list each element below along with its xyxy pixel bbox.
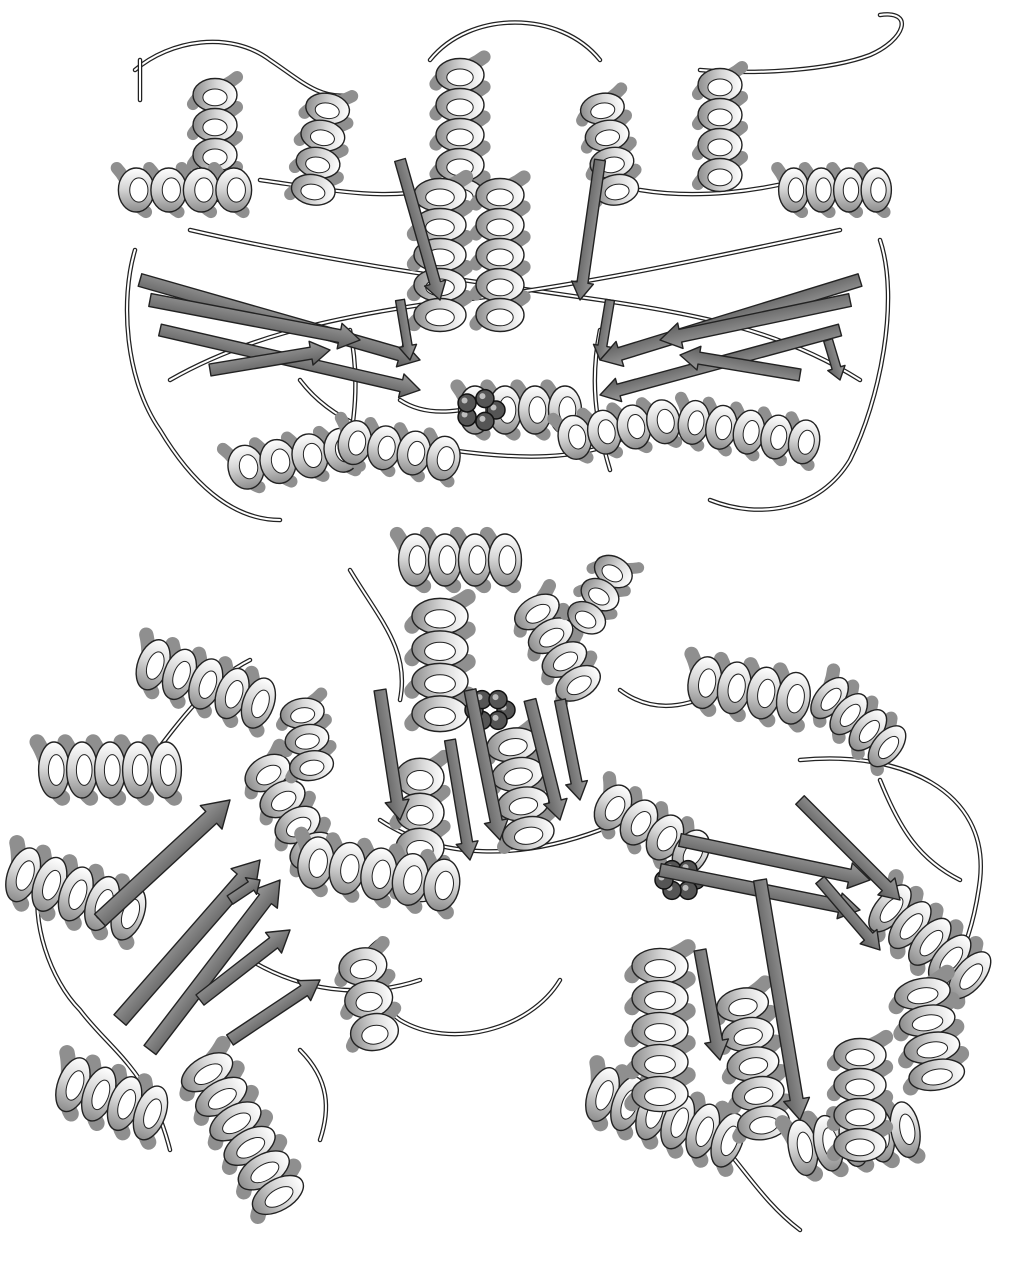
beta-strand [223, 970, 326, 1050]
alpha-helix [578, 88, 641, 208]
alpha-helix [48, 1053, 174, 1145]
alpha-helix [585, 778, 717, 882]
alpha-helix [476, 177, 524, 332]
coil-loop-core [135, 42, 350, 96]
alpha-helix [834, 1037, 886, 1162]
coil-loop [430, 23, 600, 61]
coil-loop-core [700, 14, 902, 71]
beta-strand [368, 688, 412, 822]
alpha-helix [174, 1044, 310, 1223]
alpha-helix [412, 597, 468, 732]
alpha-helix [632, 947, 688, 1112]
alpha-helix [777, 168, 891, 212]
coil-loop [700, 14, 902, 71]
alpha-helix [336, 943, 402, 1055]
bottom-protein-ribbon [0, 534, 999, 1230]
alpha-helix [683, 654, 815, 727]
coil-loop [350, 570, 402, 700]
coil-loop [300, 1050, 326, 1140]
alpha-helix [397, 534, 522, 586]
coil-loop-core [430, 23, 600, 61]
coil-loop-core [350, 570, 402, 700]
alpha-helix [562, 548, 639, 641]
top-protein-ribbon [117, 14, 902, 520]
alpha-helix [698, 67, 742, 192]
alpha-helix [673, 398, 823, 466]
alpha-helix [117, 168, 252, 212]
alpha-helix [128, 635, 281, 733]
alpha-helix [37, 742, 181, 798]
